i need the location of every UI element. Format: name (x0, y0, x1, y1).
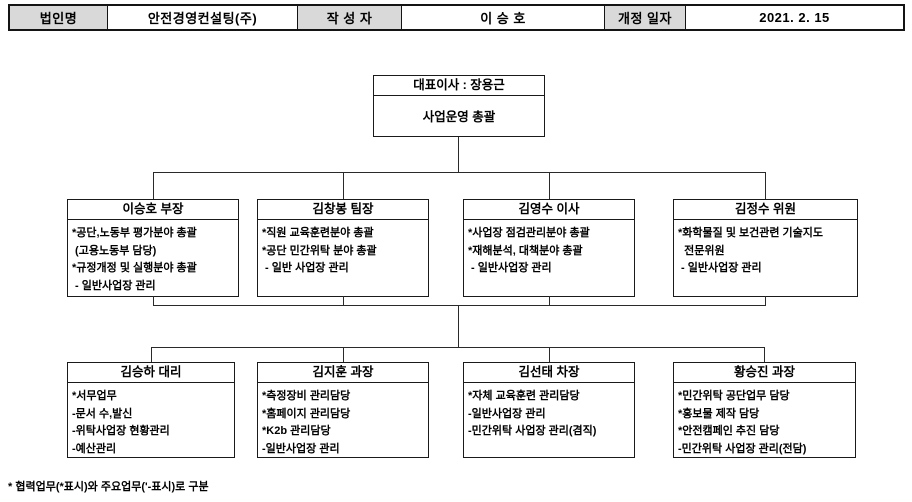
duty-line: *홍보물 제작 담당 (678, 407, 760, 420)
manager-4-duties: *화학물질 및 보건관련 기술지도 전문위원 - 일반사업장 관리 (674, 220, 857, 278)
duty-line: 전문위원 (678, 244, 725, 257)
org-box-staff-3: 김선태 차장 *자체 교육훈련 관리담당 -일반사업장 관리 -민간위탁 사업장… (463, 362, 635, 458)
connector-drop-manager-3 (549, 172, 550, 199)
org-box-staff-4: 황승진 과장 *민간위탁 공단업무 담당 *홍보물 제작 담당 *안전캠페인 추… (673, 362, 856, 458)
manager-3-duties: *사업장 점검관리분야 총괄 *재해분석, 대책분야 총괄 - 일반사업장 관리 (464, 220, 634, 278)
duty-line: -위탁사업장 현황관리 (72, 425, 170, 437)
org-box-manager-1: 이승호 부장 *공단,노동부 평가분야 총괄 (고용노동부 담당) *규정개정 … (67, 199, 239, 297)
org-box-ceo: 대표이사 : 장용근 사업운영 총괄 (373, 75, 545, 137)
connector-drop-manager-4 (765, 172, 766, 199)
duty-line: *자체 교육훈련 관리담당 (468, 390, 580, 402)
duty-line: *홈페이지 관리담당 (262, 407, 351, 420)
org-box-staff-2: 김지훈 과장 *측정장비 관리담당 *홈페이지 관리담당 *K2b 관리담당 -… (257, 362, 429, 458)
duty-line: *화학물질 및 보건관련 기술지도 (678, 227, 824, 239)
connector-drop-manager-1 (153, 172, 154, 199)
staff-3-duties: *자체 교육훈련 관리담당 -일반사업장 관리 -민간위탁 사업장 관리(겸직) (464, 383, 634, 441)
staff-2-title: 김지훈 과장 (258, 363, 428, 383)
staff-4-title: 황승진 과장 (674, 363, 855, 383)
duty-line: *서무업무 (72, 390, 117, 402)
revision-date-value: 2021. 2. 15 (685, 6, 903, 29)
author-value: 이 승 호 (401, 6, 604, 29)
duty-line: - 일반사업장 관리 (678, 262, 762, 274)
staff-2-duties: *측정장비 관리담당 *홈페이지 관리담당 *K2b 관리담당 -일반사업장 관… (258, 383, 428, 458)
connector-row2-bus (153, 172, 766, 173)
ceo-role-body: 사업운영 총괄 (374, 96, 544, 134)
staff-1-title: 김승하 대리 (68, 363, 234, 383)
duty-line: -민간위탁 사업장 관리(겸직) (468, 425, 597, 437)
connector-stub-manager-1 (153, 296, 154, 305)
ceo-title: 대표이사 : 장용근 (374, 76, 544, 96)
staff-4-duties: *민간위탁 공단업무 담당 *홍보물 제작 담당 *안전캠페인 추진 담당 -민… (674, 383, 855, 458)
duty-line: *민간위탁 공단업무 담당 (678, 390, 790, 402)
duty-line: (고용노동부 담당) (72, 244, 157, 257)
manager-2-duties: *직원 교육훈련분야 총괄 *공단 민간위탁 분야 총괄 - 일반 사업장 관리 (258, 220, 428, 278)
corp-name-label: 법인명 (10, 6, 107, 29)
legend-footnote: * 협력업무(*표시)와 주요업무('-표시)로 구분 (8, 481, 209, 493)
connector-mid-stem (458, 305, 459, 347)
duty-line: - 일반사업장 관리 (72, 279, 156, 292)
connector-stub-manager-4 (765, 296, 766, 305)
connector-drop-manager-2 (343, 172, 344, 199)
connector-stub-manager-3 (549, 296, 550, 305)
connector-drop-staff-1 (151, 347, 152, 362)
author-label: 작 성 자 (297, 6, 401, 29)
duty-line: *K2b 관리담당 (262, 425, 331, 437)
manager-4-title: 김정수 위원 (674, 200, 857, 220)
manager-2-title: 김창봉 팀장 (258, 200, 428, 220)
manager-1-duties: *공단,노동부 평가분야 총괄 (고용노동부 담당) *규정개정 및 실행분야 … (68, 220, 238, 295)
duty-line: -일반사업장 관리 (468, 407, 546, 420)
duty-line: -문서 수,발신 (72, 407, 133, 420)
duty-line: *측정장비 관리담당 (262, 390, 351, 402)
duty-line: *직원 교육훈련분야 총괄 (262, 227, 374, 239)
connector-row2-bottom-bus (153, 305, 766, 306)
staff-1-duties: *서무업무 -문서 수,발신 -위탁사업장 현황관리 -예산관리 (68, 383, 234, 458)
org-box-manager-3: 김영수 이사 *사업장 점검관리분야 총괄 *재해분석, 대책분야 총괄 - 일… (463, 199, 635, 297)
org-box-staff-1: 김승하 대리 *서무업무 -문서 수,발신 -위탁사업장 현황관리 -예산관리 (67, 362, 235, 458)
duty-line: *재해분석, 대책분야 총괄 (468, 244, 583, 257)
connector-root-stem (458, 137, 459, 172)
manager-3-title: 김영수 이사 (464, 200, 634, 220)
org-box-manager-4: 김정수 위원 *화학물질 및 보건관련 기술지도 전문위원 - 일반사업장 관리 (673, 199, 858, 297)
duty-line: *공단,노동부 평가분야 총괄 (72, 227, 197, 239)
duty-line: -일반사업장 관리 (262, 442, 340, 455)
corp-name-value: 안전경영컨설팅(주) (107, 6, 297, 29)
staff-3-title: 김선태 차장 (464, 363, 634, 383)
duty-line: - 일반사업장 관리 (468, 262, 552, 274)
connector-drop-staff-2 (343, 347, 344, 362)
meta-table: 법인명 안전경영컨설팅(주) 작 성 자 이 승 호 개정 일자 2021. 2… (8, 4, 905, 31)
connector-stub-manager-2 (343, 296, 344, 305)
duty-line: - 일반 사업장 관리 (262, 262, 349, 274)
connector-row3-bus (151, 347, 765, 348)
connector-drop-staff-4 (764, 347, 765, 362)
revision-date-label: 개정 일자 (604, 6, 685, 29)
manager-1-title: 이승호 부장 (68, 200, 238, 220)
org-box-manager-2: 김창봉 팀장 *직원 교육훈련분야 총괄 *공단 민간위탁 분야 총괄 - 일반… (257, 199, 429, 297)
duty-line: -민간위탁 사업장 관리(전담) (678, 442, 807, 455)
duty-line: *안전캠페인 추진 담당 (678, 425, 780, 437)
duty-line: *규정개정 및 실행분야 총괄 (72, 262, 197, 274)
connector-drop-staff-3 (549, 347, 550, 362)
duty-line: *공단 민간위탁 분야 총괄 (262, 244, 377, 257)
duty-line: *사업장 점검관리분야 총괄 (468, 227, 590, 239)
duty-line: -예산관리 (72, 442, 117, 455)
ceo-role: 사업운영 총괄 (422, 109, 496, 124)
